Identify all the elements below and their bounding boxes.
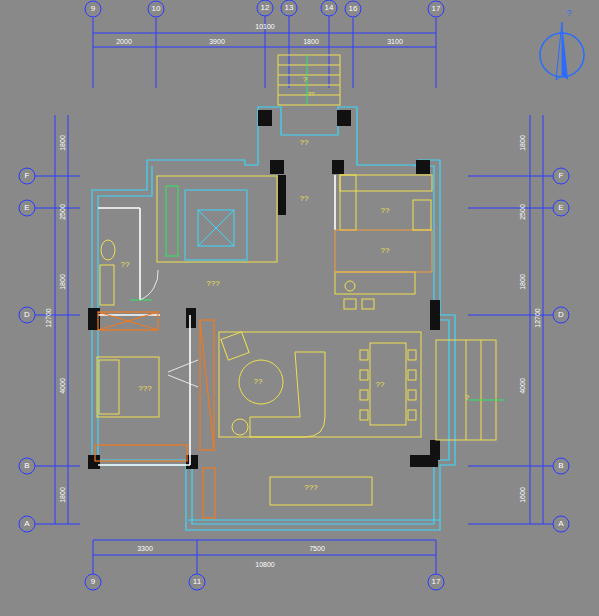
inner-walls xyxy=(98,175,335,465)
grid-or-dimension-label: 12 xyxy=(261,4,270,12)
dimension-label: 4000 xyxy=(59,378,66,394)
room-label: ?? xyxy=(254,378,263,386)
room-label: ? xyxy=(566,9,571,18)
room-label: ?? xyxy=(121,261,130,269)
dimension-label: 12700 xyxy=(45,308,52,327)
furniture xyxy=(97,55,496,505)
grid-or-dimension-label: 10 xyxy=(152,5,161,13)
grid-or-dimension-label: B xyxy=(558,462,563,470)
grid-or-dimension-label: 16 xyxy=(349,5,358,13)
grid-or-dimension-label: 11 xyxy=(193,578,201,586)
dimension-label: 1800 xyxy=(59,487,66,503)
outer-wall xyxy=(92,107,455,530)
compass xyxy=(540,22,584,80)
grid-or-dimension-label: 17 xyxy=(432,5,441,13)
grid-or-dimension-label: F xyxy=(559,172,564,180)
room-label: ??? xyxy=(138,385,151,393)
grid-lines xyxy=(19,0,569,590)
grid-or-dimension-label: 9 xyxy=(91,578,95,586)
door-swings xyxy=(140,270,198,387)
grid-or-dimension-label: 14 xyxy=(325,4,334,12)
grid-or-dimension-label: 1800 xyxy=(303,38,319,45)
grid-or-dimension-label: D xyxy=(558,311,564,319)
grid-or-dimension-label: D xyxy=(24,311,30,319)
room-label: ??? xyxy=(304,484,317,492)
dimension-label: 1600 xyxy=(519,487,526,503)
grid-or-dimension-label: 3100 xyxy=(387,38,403,45)
room-label: ??? xyxy=(206,280,219,288)
room-label: ?? xyxy=(300,139,309,147)
room-label: ?? xyxy=(381,247,390,255)
dimension-label: 1800 xyxy=(519,135,526,151)
grid-or-dimension-label: 10100 xyxy=(255,23,274,30)
dimension-label: 2500 xyxy=(519,204,526,220)
room-label: ?? xyxy=(376,381,385,389)
room-label: ? xyxy=(465,394,469,402)
grid-or-dimension-label: A xyxy=(24,520,29,528)
dimension-label: 1800 xyxy=(59,135,66,151)
grid-or-dimension-label: 3900 xyxy=(209,38,225,45)
grid-or-dimension-label: 10800 xyxy=(255,561,274,568)
grid-or-dimension-label: 17 xyxy=(432,578,441,586)
grid-or-dimension-label: A xyxy=(558,520,563,528)
direction-arrows xyxy=(130,55,505,400)
wall-columns xyxy=(88,110,440,469)
grid-or-dimension-label: E xyxy=(558,204,563,212)
dimension-label: 4000 xyxy=(519,378,526,394)
room-label: ?? xyxy=(381,207,390,215)
grid-or-dimension-label: E xyxy=(24,204,29,212)
dimension-label: 1800 xyxy=(519,274,526,290)
dimension-label: 1800 xyxy=(59,274,66,290)
grid-or-dimension-label: F xyxy=(25,172,30,180)
grid-or-dimension-label: 2000 xyxy=(116,38,132,45)
grid-or-dimension-label: 3300 xyxy=(137,545,153,552)
room-label: ? xyxy=(303,76,307,84)
grid-or-dimension-label: B xyxy=(24,462,29,470)
grid-or-dimension-label: 9 xyxy=(91,5,95,13)
room-label: ?? xyxy=(300,195,309,203)
room-label: ?? xyxy=(308,91,315,97)
grid-or-dimension-label: 7500 xyxy=(309,545,325,552)
dimension-label: 12700 xyxy=(534,308,541,327)
wardrobes xyxy=(95,312,215,518)
dimension-label: 2500 xyxy=(59,204,66,220)
grid-or-dimension-label: 13 xyxy=(285,4,294,12)
